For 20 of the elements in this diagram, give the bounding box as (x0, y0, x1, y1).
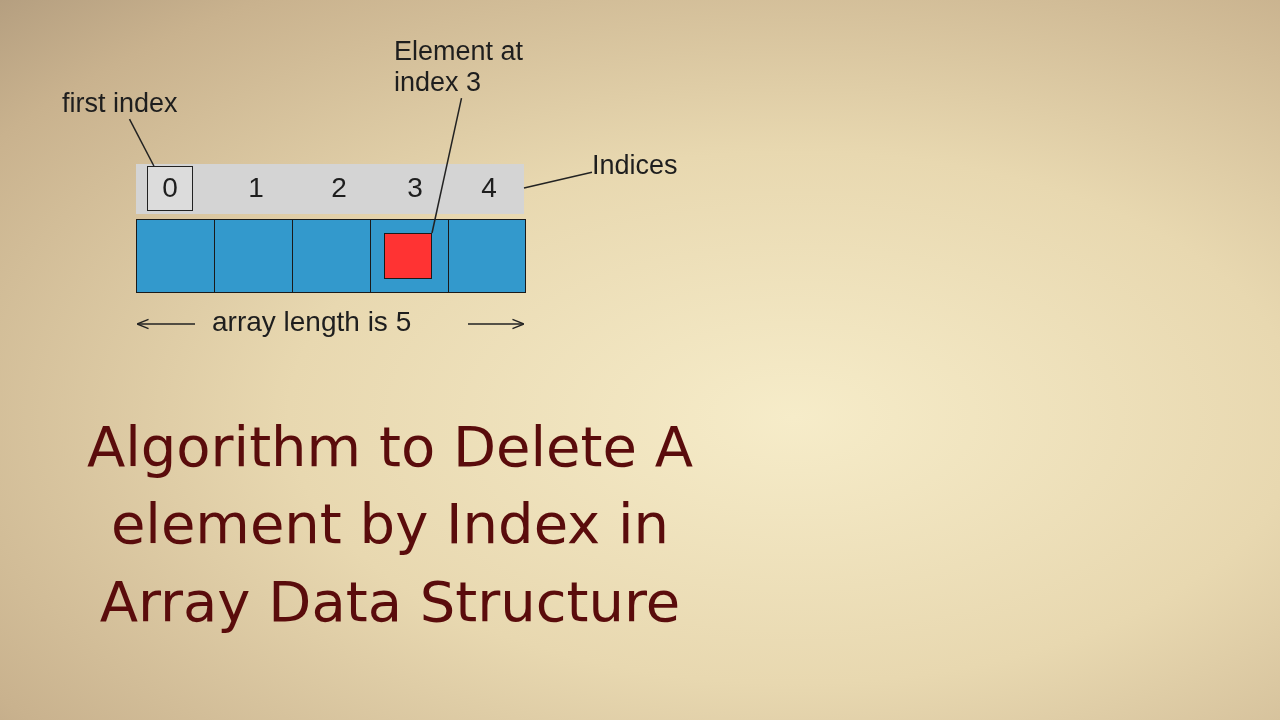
index-number: 1 (236, 166, 276, 211)
array-cell (292, 219, 371, 293)
array-cell (370, 219, 449, 293)
callout-label: Indices (592, 150, 702, 182)
leader-line (128, 118, 155, 167)
leader-line (523, 171, 593, 189)
array-cell (448, 219, 526, 293)
index-band (136, 164, 524, 214)
index-number: 2 (319, 166, 359, 211)
title: Algorithm to Delete A element by Index in Array Data Structure (85, 413, 695, 636)
dimension-label: array length is 5 (212, 306, 412, 339)
callout-label: Element at index 3 (394, 36, 544, 99)
index-number: 4 (469, 166, 509, 211)
index-number: 3 (395, 166, 435, 211)
callout-label: first index (62, 88, 212, 120)
leader-line (431, 97, 463, 234)
index-number: 0 (147, 166, 193, 211)
array-cell (214, 219, 293, 293)
highlighted-element (384, 233, 432, 279)
array-cell (136, 219, 215, 293)
